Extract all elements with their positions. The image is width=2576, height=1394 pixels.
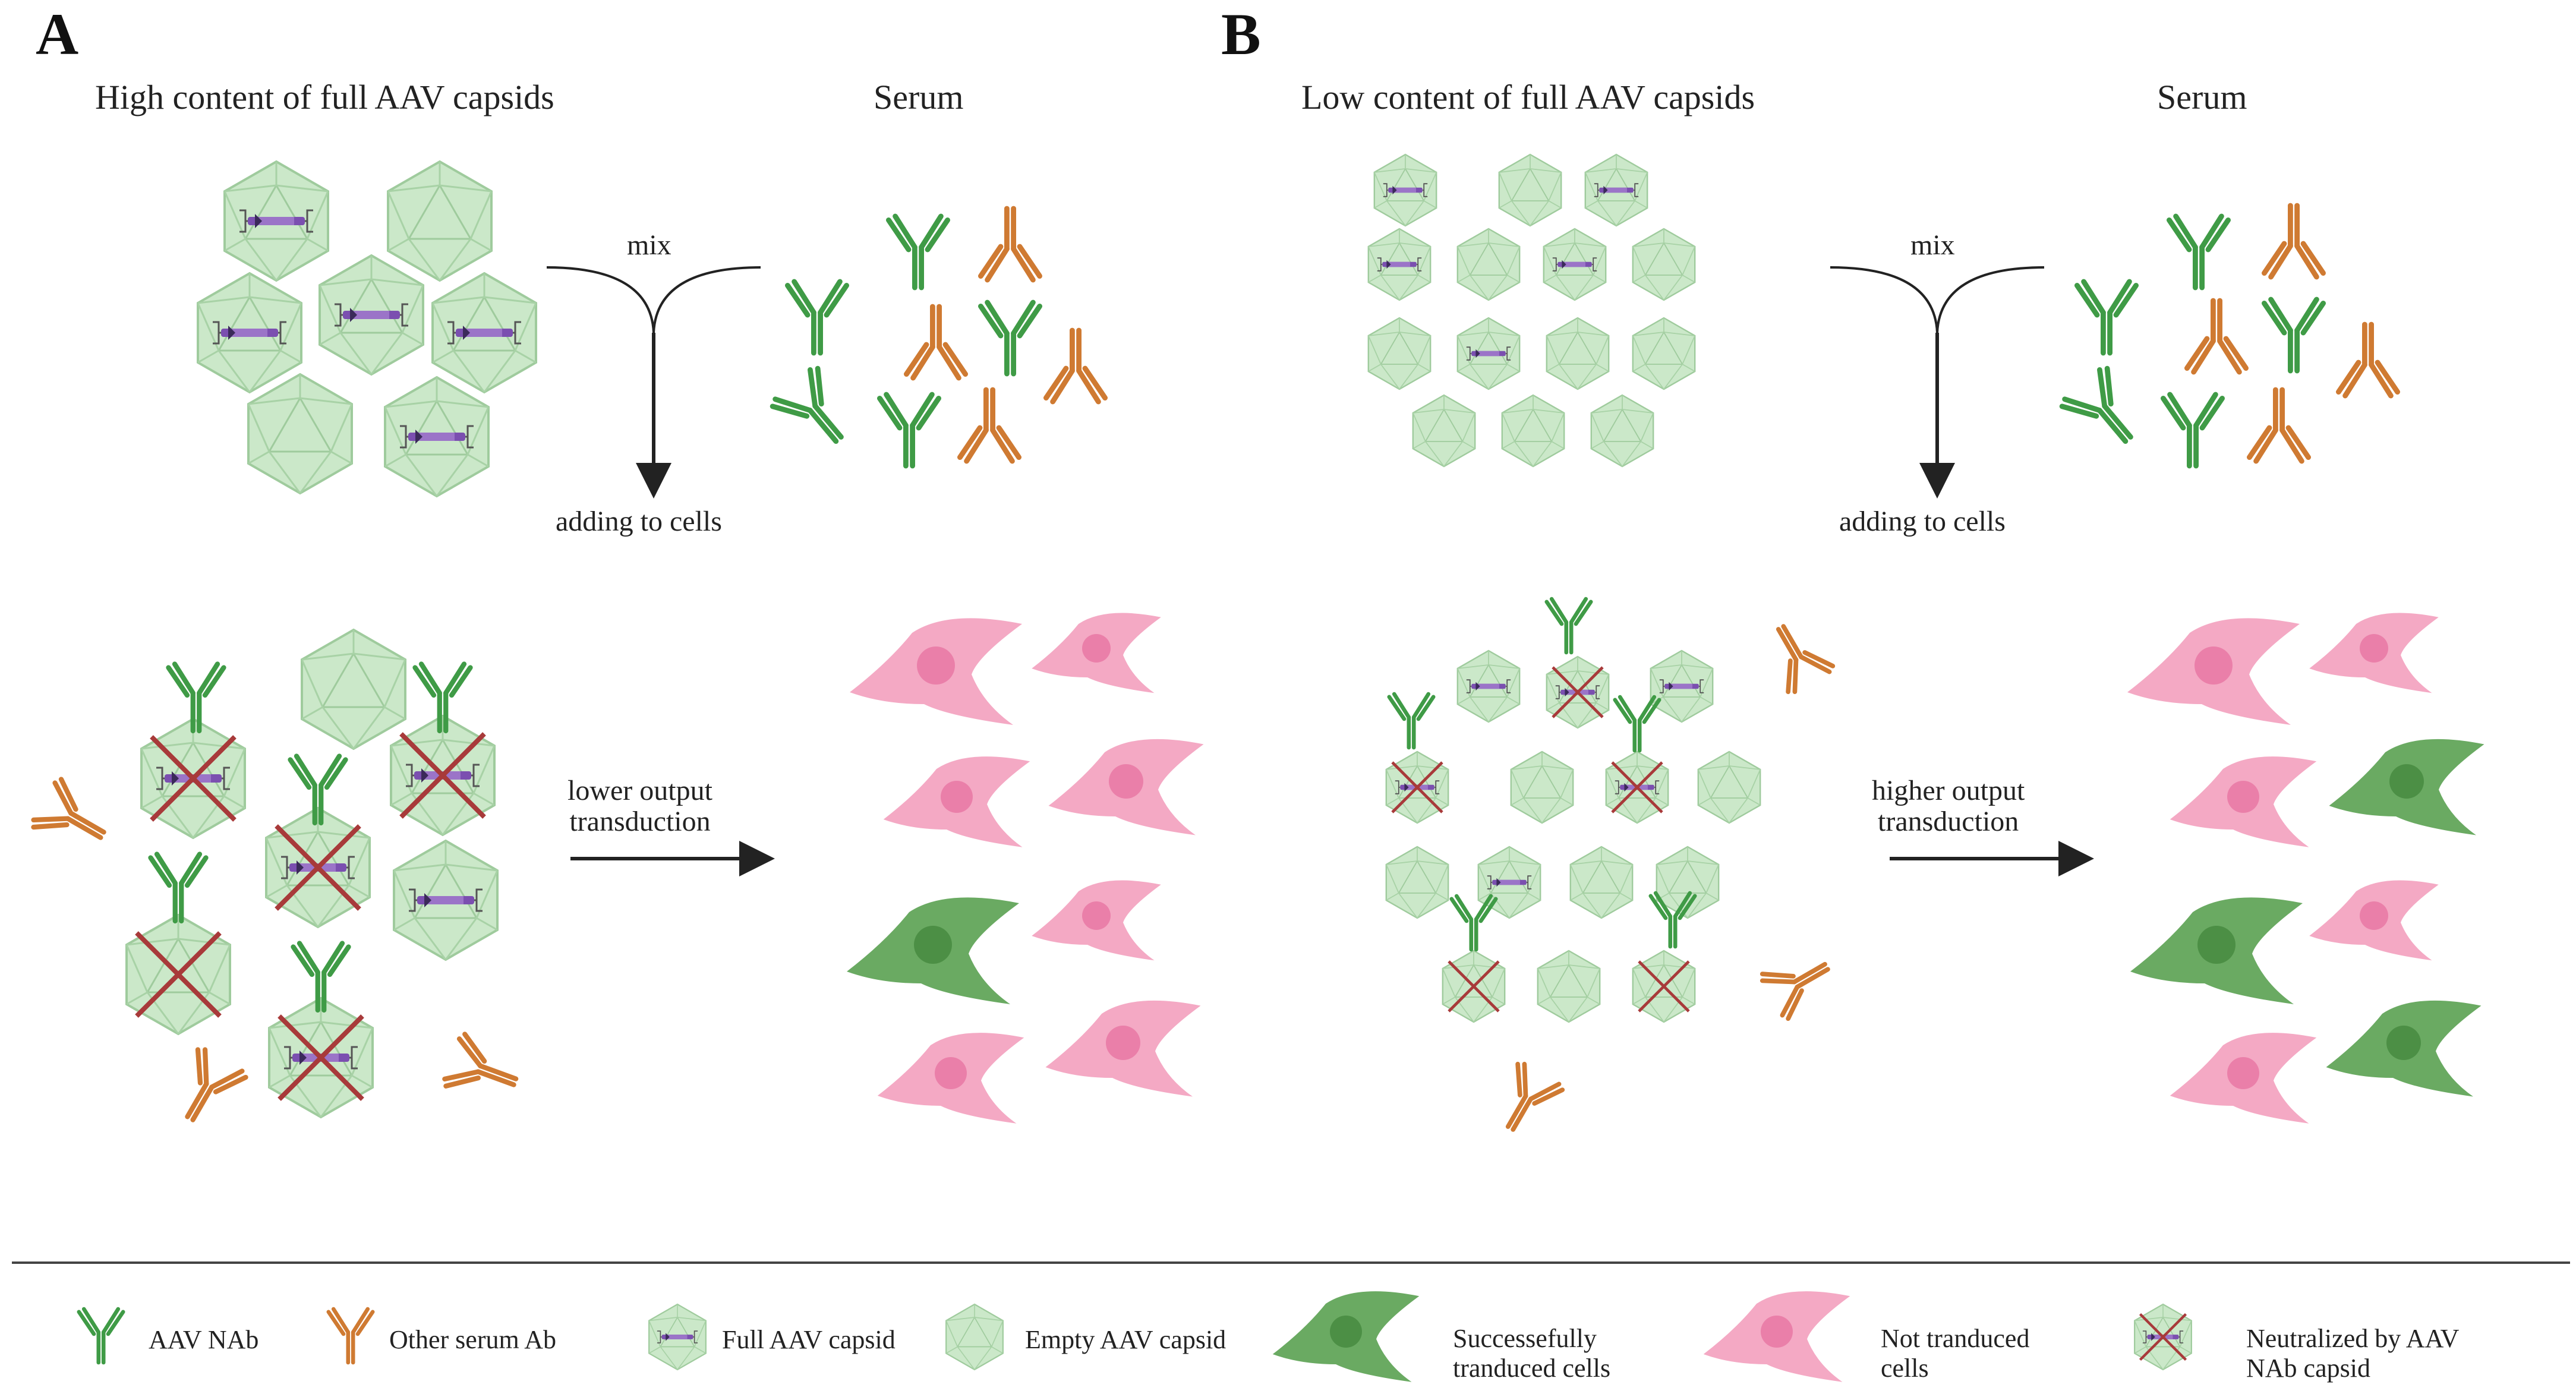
panel-a-capsid-cluster bbox=[197, 160, 537, 497]
legend-pink-nucleus-icon bbox=[1761, 1316, 1793, 1348]
panel-a-letter: A bbox=[36, 1, 79, 67]
panel-b-heading: Low content of full AAV capsids bbox=[1301, 78, 1755, 116]
panel-a-mix-label: mix bbox=[627, 229, 671, 261]
panel-b-serum-antibodies bbox=[2060, 206, 2398, 466]
panel-a-serum-label: Serum bbox=[874, 78, 964, 116]
legend-nab-icon bbox=[79, 1309, 123, 1363]
legend-transduced-nucleus-icon bbox=[1330, 1316, 1362, 1348]
legend-nab-label: AAV NAb bbox=[149, 1325, 259, 1354]
panel-b-mixture-capsids bbox=[1385, 599, 1761, 1023]
panel-a-mix-arrow bbox=[546, 266, 761, 499]
panel-a-adding-label: adding to cells bbox=[556, 506, 722, 537]
legend-transduced-label: Successefully tranduced cells bbox=[1453, 1324, 1611, 1383]
legend-neutralized-icon bbox=[2134, 1303, 2192, 1371]
panel-b-capsid-cluster bbox=[1367, 153, 1696, 468]
legend-full-capsid-icon bbox=[648, 1303, 707, 1371]
legend-neutralized-label: Neutralized by AAV NAb capsid bbox=[2246, 1324, 2460, 1383]
legend-other-ab-label: Other serum Ab bbox=[389, 1325, 557, 1354]
legend-full-label: Full AAV capsid bbox=[722, 1325, 896, 1354]
legend-not-transduced-label: Not tranduced cells bbox=[1881, 1324, 2030, 1383]
panel-a-serum-antibodies bbox=[770, 209, 1105, 466]
panel-a-transduction-label: lower output transduction bbox=[567, 775, 712, 837]
panel-b-serum-label: Serum bbox=[2157, 78, 2247, 116]
panel-a-neutralized-capsids bbox=[125, 629, 499, 1118]
legend-empty-label: Empty AAV capsid bbox=[1025, 1325, 1226, 1354]
panel-b-cells bbox=[2127, 613, 2484, 1124]
panel-b-transduction-label: higher output transduction bbox=[1872, 775, 2025, 837]
panel-a-heading: High content of full AAV capsids bbox=[95, 78, 554, 116]
panel-a-cells bbox=[847, 613, 1204, 1124]
panel-b-mix-label: mix bbox=[1910, 229, 1955, 261]
panel-b-adding-label: adding to cells bbox=[1839, 506, 2006, 537]
panel-b-letter: B bbox=[1221, 1, 1261, 67]
legend-empty-capsid-icon bbox=[945, 1303, 1004, 1371]
legend-other-ab-icon bbox=[329, 1309, 373, 1363]
panel-b-mix-arrow bbox=[1830, 266, 2045, 499]
